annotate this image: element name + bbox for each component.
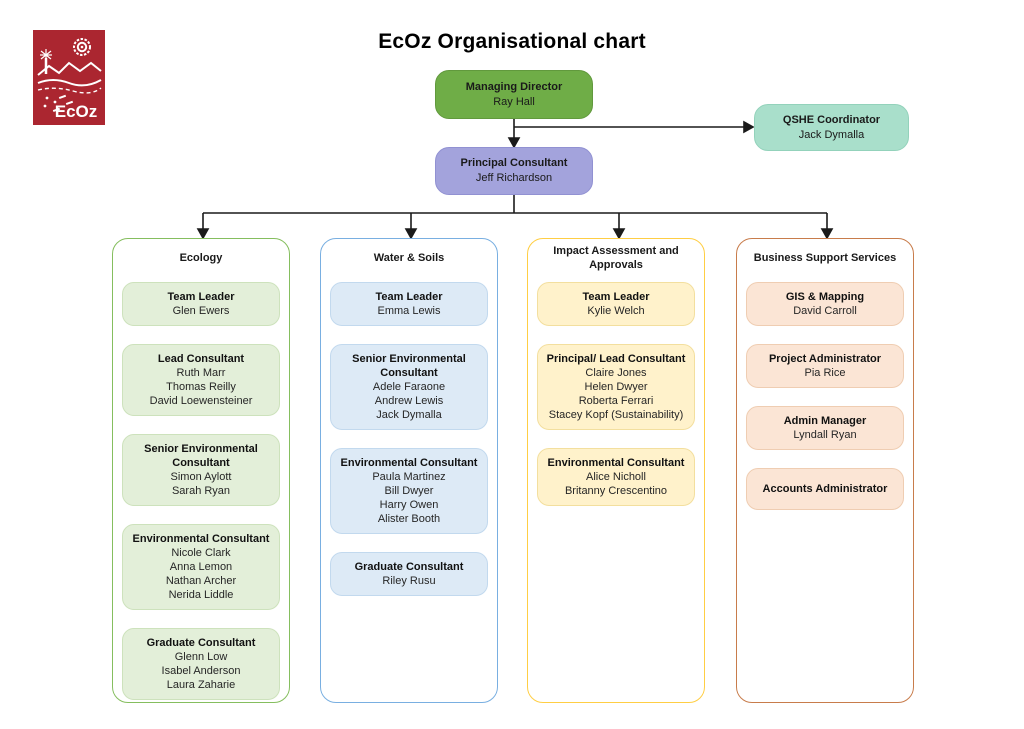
person-name: Jeff Richardson (475, 172, 553, 184)
role-label: Senior Environmental Consultant (352, 353, 466, 379)
person-name: Isabel Anderson (161, 665, 241, 677)
person-name: Lyndall Ryan (793, 429, 857, 441)
role-label: Environmental Consultant (132, 533, 270, 545)
arrowhead-qshe (743, 120, 755, 134)
column-header: Water & Soils (373, 251, 445, 264)
role-label: QSHE Coordinator (782, 113, 881, 126)
role-label: Principal Consultant (460, 157, 568, 169)
role-label: Principal/ Lead Consultant (546, 353, 686, 365)
node-managing-director: Managing Director Ray Hall (435, 70, 593, 119)
sun-icon (73, 38, 91, 56)
arrowhead-impact-assessment (612, 228, 626, 240)
logo-background (33, 30, 105, 125)
person-name: Ray Hall (493, 95, 535, 108)
logo-wordmark: EcOz (55, 102, 98, 121)
sparkler-icon (40, 49, 52, 74)
person-name: Alice Nicholl (586, 471, 646, 483)
role-label: Graduate Consultant (146, 637, 256, 649)
arrowhead-pc (507, 137, 521, 149)
role-label: Admin Manager (783, 415, 867, 427)
arrowhead-water-soils (404, 228, 418, 240)
person-name: Andrew Lewis (374, 395, 444, 407)
person-name: Claire Jones (585, 367, 647, 379)
role-label: Team Leader (375, 291, 443, 303)
ecoz-logo: EcOz (33, 30, 105, 125)
role-label: Environmental Consultant (547, 457, 685, 469)
column-header: Business Support Services (753, 251, 897, 264)
person-name: Kylie Welch (587, 305, 645, 317)
node-principal-consultant: Principal Consultant Jeff Richardson (435, 147, 593, 195)
person-name: Helen Dwyer (584, 381, 648, 393)
person-name: David Loewensteiner (149, 395, 253, 407)
person-name: Emma Lewis (377, 305, 441, 317)
person-name: Roberta Ferrari (578, 395, 654, 407)
person-name: Harry Owen (379, 499, 439, 511)
arrowhead-ecology (196, 228, 210, 240)
person-name: Jack Dymalla (376, 409, 442, 421)
person-name: Anna Lemon (169, 561, 233, 573)
person-name: Ruth Marr (176, 367, 226, 379)
logo-dots (43, 94, 74, 112)
person-name: Simon Aylott (170, 471, 232, 483)
arrowhead-business-support (820, 228, 834, 240)
person-name: Bill Dwyer (384, 485, 434, 497)
person-name: Nicole Clark (171, 547, 231, 559)
org-box: Accounts Administrator (746, 468, 904, 510)
role-label: Managing Director (465, 80, 563, 93)
person-name: Glen Ewers (172, 305, 230, 317)
role-label: Team Leader (167, 291, 235, 303)
role-label: Team Leader (582, 291, 650, 303)
role-label: Project Administrator (768, 353, 882, 365)
column-header: Ecology (179, 251, 223, 264)
person-name: Adele Faraone (372, 381, 446, 393)
role-label: Graduate Consultant (354, 561, 464, 573)
person-name: Sarah Ryan (171, 485, 231, 497)
person-name: Stacey Kopf (Sustainability) (548, 409, 684, 421)
person-name: Britanny Crescentino (564, 485, 668, 497)
person-name: Nathan Archer (165, 575, 237, 587)
person-name: Glenn Low (174, 651, 228, 663)
person-name: Nerida Liddle (168, 589, 234, 601)
person-name: Riley Rusu (382, 575, 436, 587)
role-label: Senior Environmental Consultant (144, 443, 258, 469)
person-name: Pia Rice (804, 367, 846, 379)
landscape-art (37, 61, 102, 94)
person-name: Laura Zaharie (166, 679, 236, 691)
person-name: Thomas Reilly (166, 381, 236, 393)
role-label: Lead Consultant (157, 353, 245, 365)
column-impact-assessment-and-approvals: Impact Assessment and Approvals Team Lea… (527, 238, 705, 703)
role-label: Environmental Consultant (340, 457, 478, 469)
role-label: Accounts Administrator (762, 483, 888, 495)
node-qshe-coordinator: QSHE Coordinator Jack Dymalla (754, 104, 909, 151)
person-name: Paula Martinez (372, 471, 446, 483)
column-header: Impact Assessment and Approvals (553, 244, 679, 271)
person-name: Jack Dymalla (798, 128, 865, 141)
page-title: EcOz Organisational chart (378, 30, 646, 53)
person-name: Alister Booth (377, 513, 441, 525)
person-name: David Carroll (793, 305, 857, 317)
role-label: GIS & Mapping (785, 291, 865, 303)
